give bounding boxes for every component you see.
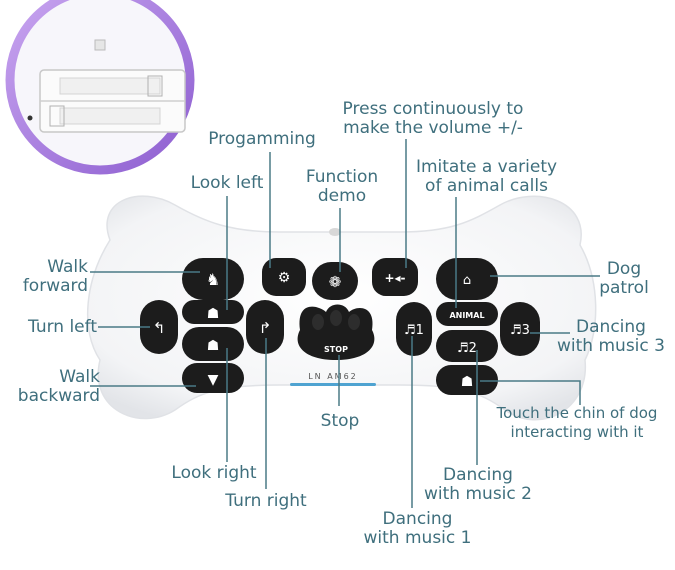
label-programming: Progamming bbox=[198, 130, 326, 149]
music3-symbol: ♬3 bbox=[510, 323, 530, 338]
leader-lines bbox=[90, 139, 600, 508]
label-chin-line1: Touch the chin of dog bbox=[496, 404, 658, 422]
label-function-demo-line2: demo bbox=[317, 186, 367, 206]
label-music2: Dancing with music 2 bbox=[418, 466, 538, 504]
label-dog-patrol-line2: patrol bbox=[599, 278, 649, 298]
right-button-cluster: ⌂ ANIMAL ♬2 ☗ ♬1 ♬3 bbox=[396, 258, 540, 395]
top-button-row: ⚙ ❁ +◂- bbox=[262, 258, 418, 300]
walk-forward-button[interactable] bbox=[182, 258, 244, 300]
chin-button[interactable] bbox=[436, 365, 498, 395]
label-programming-line1: Progamming bbox=[208, 129, 316, 149]
label-chin-line2: interacting with it bbox=[510, 423, 644, 441]
look-left-button[interactable] bbox=[182, 300, 244, 324]
label-walk-forward: Walk forward bbox=[8, 258, 88, 296]
label-turn-left-line1: Turn left bbox=[28, 317, 97, 337]
walk-backward-icon: ▼ bbox=[208, 372, 219, 388]
turn-right-button[interactable] bbox=[246, 300, 284, 354]
walk-backward-button[interactable] bbox=[182, 363, 244, 393]
dog-patrol-icon: ⌂ bbox=[463, 273, 471, 288]
label-turn-right-line1: Turn right bbox=[225, 491, 307, 511]
programming-button[interactable] bbox=[262, 258, 306, 296]
label-music1: Dancing with music 1 bbox=[355, 510, 480, 548]
animal-button[interactable] bbox=[436, 302, 498, 326]
function-demo-button[interactable] bbox=[312, 262, 358, 300]
look-right-button[interactable] bbox=[182, 327, 244, 361]
function-demo-icon: ❁ bbox=[329, 273, 342, 291]
label-music1-line2: with music 1 bbox=[363, 528, 472, 548]
label-function-demo-line1: Function bbox=[305, 167, 379, 187]
label-animal-calls-line2: of animal calls bbox=[425, 176, 548, 196]
label-turn-right: Turn right bbox=[210, 492, 322, 511]
battery-inset bbox=[5, 0, 195, 175]
stop-button-text: STOP bbox=[324, 345, 348, 354]
turn-left-button[interactable] bbox=[140, 300, 178, 354]
label-volume: Press continuously to make the volume +/… bbox=[328, 100, 538, 138]
label-music3-line1: Dancing bbox=[576, 317, 646, 337]
label-music2-line2: with music 2 bbox=[424, 484, 532, 504]
label-look-left-line1: Look left bbox=[190, 173, 264, 193]
left-button-cluster: ♞ ☗ ☗ ▼ ↰ ↱ bbox=[140, 258, 284, 393]
music2-button[interactable] bbox=[436, 330, 498, 362]
label-turn-left: Turn left bbox=[5, 318, 97, 337]
model-text: LN AM62 bbox=[308, 372, 358, 381]
look-right-icon: ☗ bbox=[207, 338, 220, 354]
turn-left-icon: ↰ bbox=[153, 319, 166, 337]
label-function-demo: Function demo bbox=[292, 168, 392, 206]
dog-patrol-button[interactable] bbox=[436, 258, 498, 300]
label-look-left: Look left bbox=[168, 174, 286, 193]
turn-right-icon: ↱ bbox=[259, 319, 272, 337]
label-animal-calls-line1: Imitate a variety bbox=[415, 157, 558, 177]
label-stop-line1: Stop bbox=[320, 411, 360, 431]
line-chin bbox=[480, 380, 581, 405]
walk-forward-icon: ♞ bbox=[206, 270, 220, 289]
label-music3-line2: with music 3 bbox=[557, 336, 665, 356]
label-music1-line1: Dancing bbox=[382, 509, 453, 529]
label-walk-backward-line2: backward bbox=[17, 386, 100, 406]
stop-button[interactable]: STOP bbox=[297, 304, 375, 361]
label-music3: Dancing with music 3 bbox=[550, 318, 672, 356]
label-chin: Touch the chin of dog interacting with i… bbox=[486, 404, 668, 442]
animal-button-text: ANIMAL bbox=[449, 311, 484, 320]
label-stop: Stop bbox=[305, 412, 375, 431]
programming-icon: ⚙ bbox=[278, 270, 291, 286]
label-walk-forward-line1: Walk bbox=[47, 257, 88, 277]
music1-symbol: ♬1 bbox=[404, 323, 424, 338]
label-volume-line2: make the volume +/- bbox=[343, 118, 523, 138]
chin-icon: ☗ bbox=[461, 374, 474, 390]
music1-button[interactable] bbox=[396, 302, 432, 356]
music2-symbol: ♬2 bbox=[457, 341, 477, 356]
led-indicator bbox=[329, 228, 341, 236]
music3-button[interactable] bbox=[500, 302, 540, 356]
model-stripe bbox=[290, 383, 376, 386]
volume-symbol: +◂- bbox=[384, 271, 405, 285]
label-look-right-line1: Look right bbox=[171, 463, 257, 483]
label-volume-line1: Press continuously to bbox=[342, 99, 524, 119]
label-dog-patrol-line1: Dog bbox=[606, 259, 642, 279]
label-music2-line1: Dancing bbox=[443, 465, 513, 485]
label-walk-backward: Walk backward bbox=[5, 368, 100, 406]
label-animal-calls: Imitate a variety of animal calls bbox=[404, 158, 569, 196]
label-walk-forward-line2: forward bbox=[22, 276, 88, 296]
label-look-right: Look right bbox=[158, 464, 270, 483]
label-walk-backward-line1: Walk bbox=[59, 367, 100, 387]
label-dog-patrol: Dog patrol bbox=[588, 260, 660, 298]
look-left-icon: ☗ bbox=[207, 306, 220, 322]
